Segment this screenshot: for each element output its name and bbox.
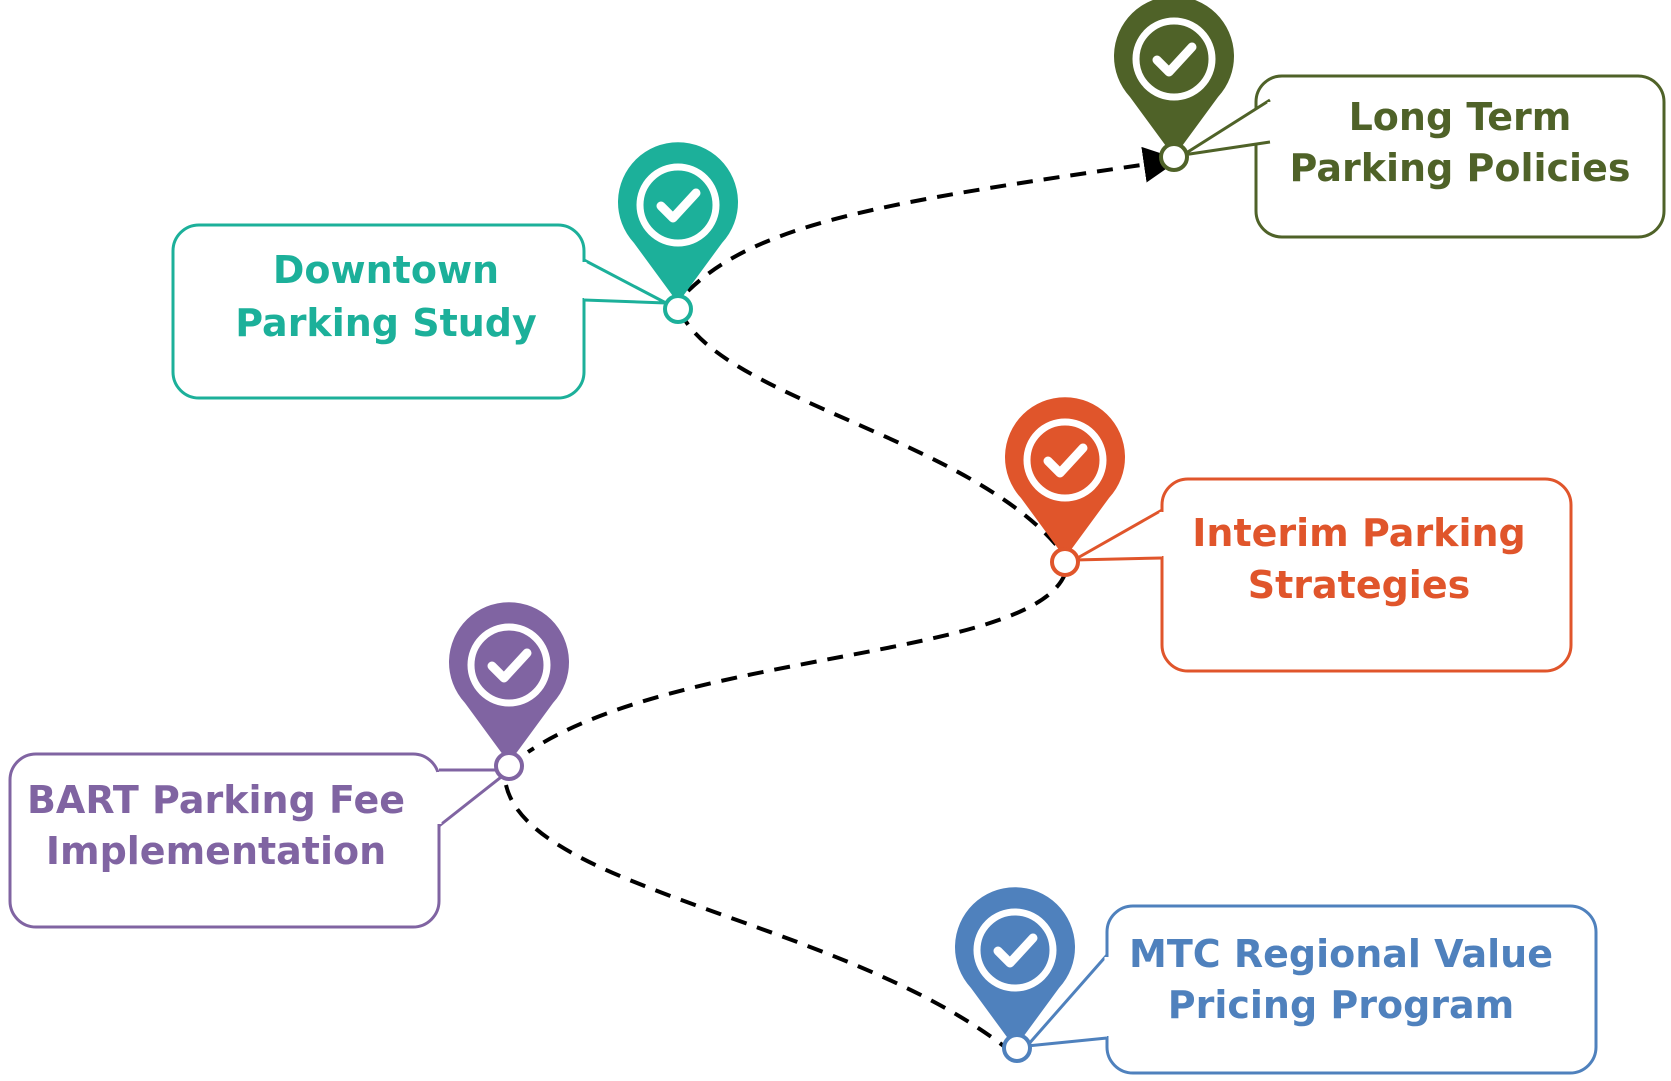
check-icon: [1152, 42, 1197, 77]
path-node: [1050, 547, 1080, 577]
callout-box: [171, 223, 586, 400]
check-icon: [487, 648, 532, 683]
milestone-title-line1: Long Term: [1349, 95, 1572, 139]
milestone-title-line2: Parking Study: [235, 301, 537, 345]
connector-bart-to-mtc: [504, 784, 1007, 1049]
check-icon: [656, 188, 701, 223]
path-node: [663, 294, 693, 324]
milestone-title-line2: Implementation: [46, 829, 386, 873]
milestone-title-line2: Parking Policies: [1290, 146, 1631, 190]
pin-ring: [973, 908, 1057, 992]
milestone-title-line2: Strategies: [1248, 563, 1470, 607]
connector-downtown-to-longterm: [686, 146, 1180, 293]
milestone-title-line2: Pricing Program: [1168, 983, 1515, 1027]
milestone-title-line1: BART Parking Fee: [27, 778, 405, 822]
path-node: [1002, 1033, 1032, 1063]
connector-downtown-to-interim: [678, 310, 1067, 558]
milestone-title-line1: Interim Parking: [1192, 511, 1525, 555]
path-node: [494, 751, 524, 781]
pin-ring: [467, 623, 551, 707]
pin-ring: [636, 163, 720, 247]
milestone-title-line1: Downtown: [273, 248, 499, 292]
check-icon: [1043, 443, 1088, 478]
milestone-title-line1: MTC Regional Value: [1129, 932, 1553, 976]
connector-path: [504, 146, 1180, 1049]
pin-ring: [1132, 17, 1216, 101]
check-icon: [993, 933, 1038, 968]
connector-interim-to-bart: [526, 573, 1067, 754]
callout-box: [1160, 477, 1573, 673]
callout-tail: [438, 768, 515, 828]
callout-box: [1254, 74, 1666, 239]
callout-box: [8, 752, 441, 929]
path-node: [1159, 142, 1189, 172]
pin-ring: [1023, 418, 1107, 502]
